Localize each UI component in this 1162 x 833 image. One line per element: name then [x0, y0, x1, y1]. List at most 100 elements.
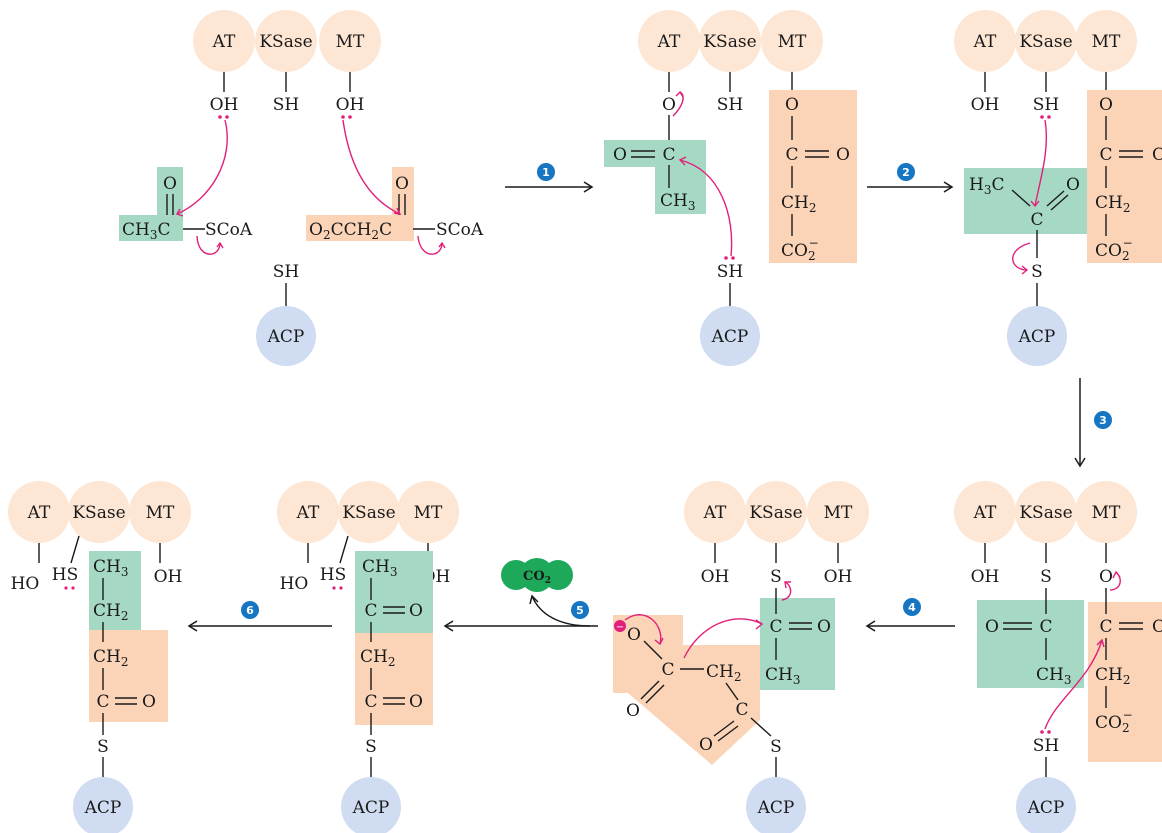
step-number-badge: [903, 598, 921, 616]
malonyl-carbonyl-o: O: [395, 174, 409, 194]
carbonyl-c: C: [769, 617, 782, 637]
methyl: CH3: [93, 557, 128, 579]
ksase-s: S: [770, 567, 782, 587]
at-label: AT: [657, 32, 681, 52]
malonyl-ch2: CH2: [1095, 193, 1130, 215]
mt-o: O: [1099, 95, 1113, 115]
electron-arrow-head: [1030, 200, 1040, 208]
thioester-c: C: [735, 700, 748, 720]
thioester-c: C: [96, 692, 109, 712]
lone-pair: [1047, 730, 1051, 734]
ksase-domain-circle: [68, 481, 130, 543]
ksase-hs: HS: [52, 565, 78, 585]
acp-s: S: [770, 737, 782, 757]
bond: [717, 725, 739, 742]
panel-malonyl-transfer: AT KSase MT OH S O C CH3 O C O CH2 CO2− …: [954, 481, 1162, 833]
at-domain-circle: [638, 10, 700, 72]
co2-atom: [520, 558, 554, 592]
panel-condensation: AT KSase MT OH OH S C O CH3 − O C O CH2: [613, 481, 869, 833]
ksase-label: KSase: [342, 503, 395, 523]
at-label: AT: [212, 32, 236, 52]
carboxyl-c: C: [661, 660, 674, 680]
methyl: CH3: [1036, 665, 1071, 687]
step-3: 3: [1074, 378, 1112, 468]
methyl-h3c: H3C: [969, 175, 1004, 197]
acp-sh: SH: [273, 262, 299, 282]
malonyl-carboxylate: CO2−: [1095, 708, 1133, 735]
step-number-badge: [571, 601, 589, 619]
malonyl-highlight: [355, 633, 433, 725]
mt-domain-circle: [397, 481, 459, 543]
acp-label: ACP: [352, 798, 390, 818]
methyl: CH3: [660, 191, 695, 213]
step-number-badge: [537, 163, 555, 181]
ksase-label: KSase: [1019, 503, 1072, 523]
electron-arrow: [624, 614, 662, 645]
methyl: CH3: [765, 665, 800, 687]
acetyl-highlight: [89, 551, 141, 633]
ksase-domain-circle: [255, 10, 317, 72]
thioester-c: C: [364, 692, 377, 712]
mt-domain-circle: [807, 481, 869, 543]
acp-label: ACP: [711, 327, 749, 347]
reaction-arrowhead: [865, 620, 876, 632]
acp-circle: [746, 777, 806, 833]
bond: [1011, 189, 1031, 207]
acp-label: ACP: [757, 798, 795, 818]
electron-arrow: [683, 618, 763, 659]
electron-arrow-head: [654, 637, 664, 646]
at-label: AT: [973, 32, 997, 52]
acp-circle: [73, 777, 133, 833]
malonyl-c: C: [785, 145, 798, 165]
lone-pair: [348, 115, 352, 119]
ksase-sh: SH: [273, 95, 299, 115]
acetyl-highlight: [964, 168, 1091, 234]
ksase-domain-circle: [1015, 10, 1077, 72]
mt-domain-circle: [129, 481, 191, 543]
electron-arrow-head: [216, 241, 224, 249]
acp-label: ACP: [1018, 327, 1056, 347]
acp-circle: [1007, 306, 1067, 366]
electron-arrow: [176, 119, 228, 215]
bond: [725, 682, 739, 701]
step-6: 6: [187, 601, 332, 632]
ch2-1: CH2: [93, 601, 128, 623]
step-number: 4: [908, 601, 916, 614]
ch2-2: CH2: [93, 647, 128, 669]
malonyl-o: O: [836, 145, 850, 165]
lone-pair: [225, 115, 229, 119]
ksase-sh: SH: [1033, 95, 1059, 115]
mt-domain-circle: [319, 10, 381, 72]
malonyl-o-partial: O: [1152, 617, 1162, 637]
malonyl-scoa: SCoA: [436, 220, 484, 240]
methylene-ch2: CH2: [360, 647, 395, 669]
step-number: 5: [576, 604, 584, 617]
step-number-badge: [1094, 411, 1112, 429]
thioester-o: O: [409, 692, 423, 712]
bond: [339, 535, 349, 564]
mt-domain-circle: [1075, 10, 1137, 72]
co2-release-arrowhead: [529, 594, 539, 605]
acetyl-highlight: [119, 167, 183, 241]
bond: [750, 717, 772, 737]
bond: [645, 684, 665, 704]
malonyl-c: C: [1099, 145, 1112, 165]
acp-label: ACP: [84, 798, 122, 818]
electron-arrow-head: [675, 90, 684, 98]
mt-label: MT: [778, 32, 807, 52]
keto-c: C: [364, 601, 377, 621]
acetyl-ch3c: CH3C: [122, 220, 171, 242]
mt-oh: OH: [824, 567, 853, 587]
ksase-s: S: [1040, 567, 1052, 587]
ksase-label: KSase: [703, 32, 756, 52]
step-number-badge: [241, 601, 259, 619]
ksase-domain-circle: [1015, 481, 1077, 543]
acetyl-highlight: [977, 600, 1084, 688]
lone-pair: [1047, 115, 1051, 119]
at-oh: OH: [701, 567, 730, 587]
malonyl-carboxylate: CO2−: [781, 236, 819, 263]
reaction-arrowhead: [1074, 457, 1086, 468]
at-label: AT: [973, 503, 997, 523]
carbonyl-o: O: [985, 617, 999, 637]
